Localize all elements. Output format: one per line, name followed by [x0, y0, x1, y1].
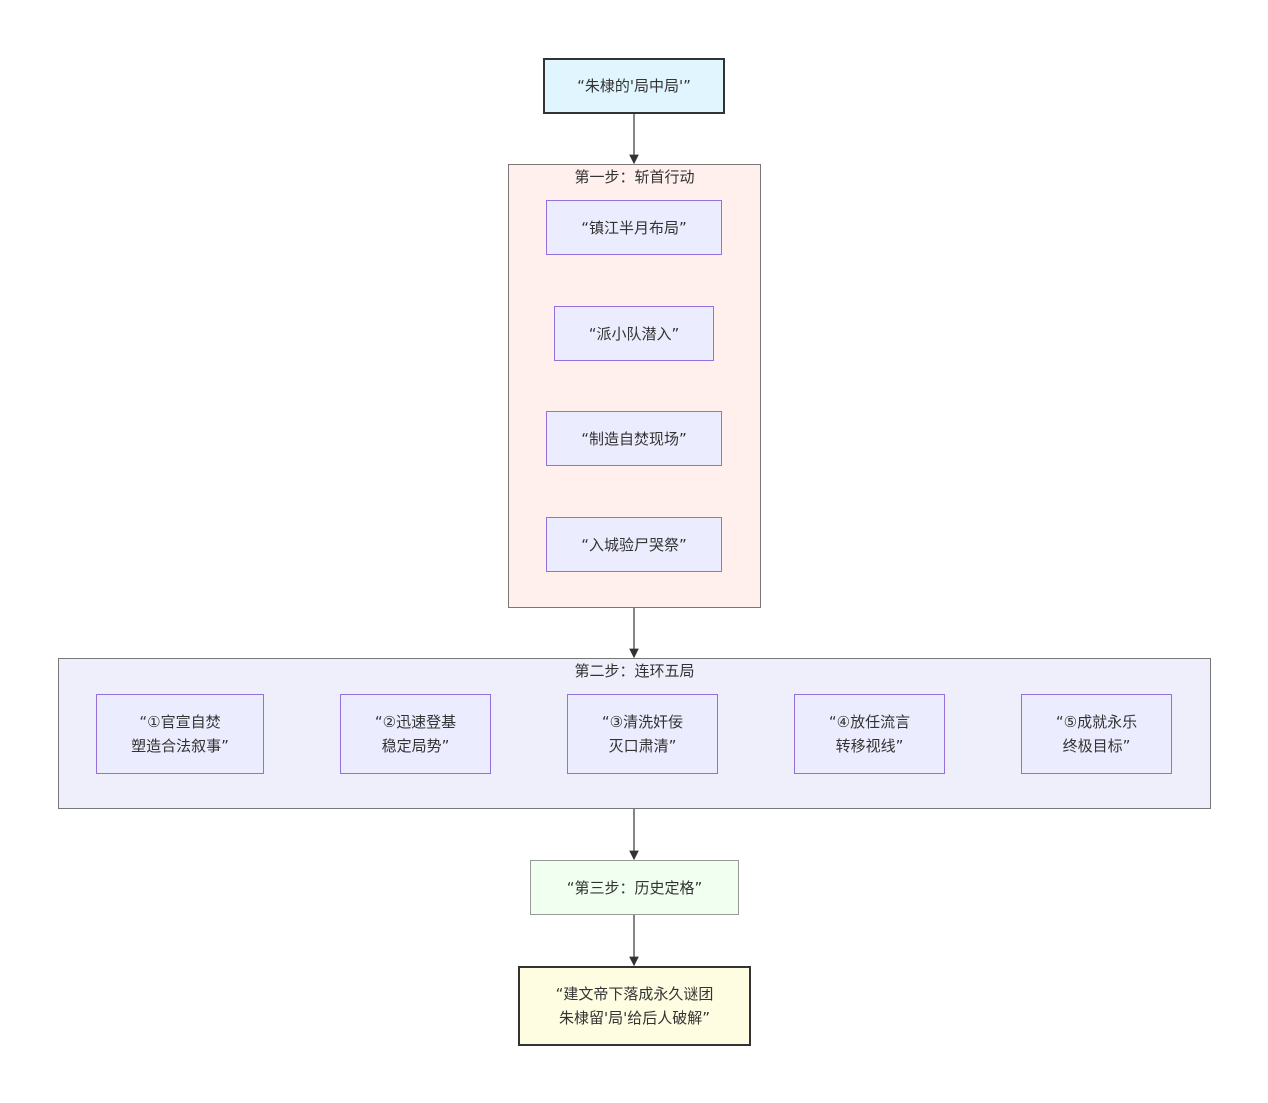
- step2-node: “⑤成就永乐 终极目标”: [1021, 694, 1172, 774]
- step2-node: “①官宣自焚 塑造合法叙事”: [96, 694, 264, 774]
- final-node: “建文帝下落成永久谜团 朱棣留'局'给后人破解”: [518, 966, 751, 1046]
- step1-title: 第一步：斩首行动: [574, 168, 695, 186]
- step1-node: “派小队潜入”: [554, 306, 714, 361]
- step2-title: 第二步：连环五局: [574, 662, 695, 680]
- step3-node: “第三步：历史定格”: [530, 860, 739, 915]
- step1-node: “制造自焚现场”: [546, 411, 722, 466]
- step2-node: “③清洗奸佞 灭口肃清”: [567, 694, 718, 774]
- step1-node: “入城验尸哭祭”: [546, 517, 722, 572]
- step1-node: “镇江半月布局”: [546, 200, 722, 255]
- step2-node: “④放任流言 转移视线”: [794, 694, 945, 774]
- step2-node: “②迅速登基 稳定局势”: [340, 694, 491, 774]
- root-node: “朱棣的'局中局'”: [543, 58, 725, 114]
